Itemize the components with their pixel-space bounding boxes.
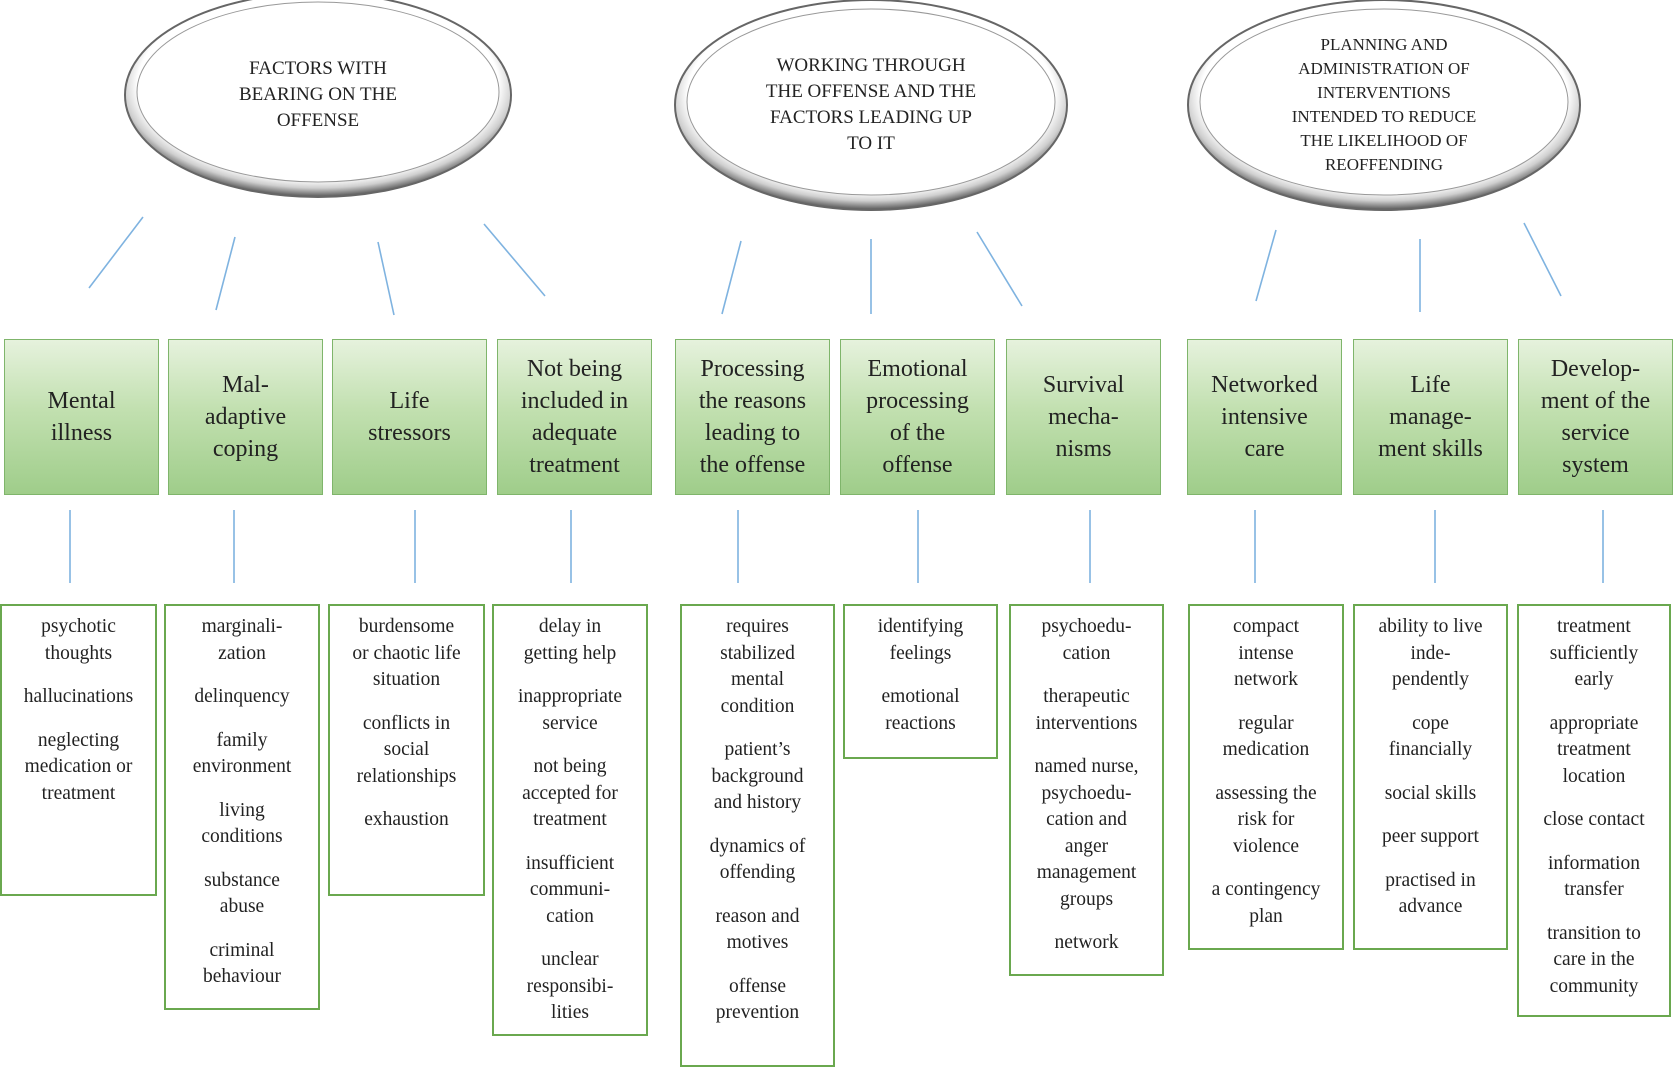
category-label: Networked intensive care: [1211, 372, 1318, 462]
list-item: patient’s background and history: [711, 739, 804, 813]
list-item: identifying feelings: [877, 616, 964, 664]
connector-line-upper: [215, 236, 236, 311]
group-header-ellipse: FACTORS WITH BEARING ON THE OFFENSE: [120, 0, 516, 202]
category-box: Survival mecha- nisms: [1006, 339, 1161, 495]
list-item: information transfer: [1547, 852, 1641, 901]
connector-line-upper: [88, 216, 144, 289]
ellipse-shape: [674, 0, 1068, 211]
category-box: Mental illness: [4, 339, 159, 495]
category-label: Life stressors: [368, 388, 451, 446]
category-label: Life manage- ment skills: [1378, 372, 1483, 462]
list-item: requires stabilized mental condition: [720, 616, 795, 717]
item-list-box: marginali- zation delinquency family envir…: [164, 604, 320, 1010]
item-list-box: psychotic thoughts hallucinations neglecti…: [0, 604, 157, 896]
list-item: psychotic thoughts: [41, 616, 116, 664]
list-item: insufficient communi- cation: [525, 852, 615, 927]
category-label: Develop- ment of the service system: [1540, 356, 1651, 478]
connector-line-upper: [721, 240, 742, 315]
list-item: neglecting medication or treatment: [24, 729, 133, 804]
group-header-ellipse: WORKING THROUGH THE OFFENSE AND THE FACT…: [670, 0, 1072, 215]
list-item: exhaustion: [364, 809, 449, 830]
list-item: peer support: [1382, 826, 1479, 847]
list-item: living conditions: [201, 799, 283, 848]
item-list-box: ability to live inde- pendently cope fina…: [1353, 604, 1508, 950]
list-item: assessing the risk for violence: [1215, 782, 1317, 857]
category-box: Develop- ment of the service system: [1518, 339, 1673, 495]
list-item: reason and motives: [715, 905, 800, 954]
list-item: named nurse, psychoedu- cation and anger…: [1034, 756, 1139, 910]
list-item: conflicts in social relationships: [356, 712, 457, 787]
list-item: marginali- zation: [201, 616, 283, 664]
list-item: emotional reactions: [881, 686, 960, 734]
list-item: psychoedu- cation: [1041, 616, 1132, 664]
list-item: unclear responsibi- lities: [526, 949, 614, 1023]
category-label: Not being included in adequate treatment: [520, 356, 629, 478]
list-item: a contingency plan: [1211, 879, 1321, 927]
group-title: PLANNING AND ADMINISTRATION OF INTERVENT…: [1291, 35, 1477, 174]
connector-line-upper: [1523, 222, 1562, 297]
category-box: Networked intensive care: [1187, 339, 1342, 495]
list-item: transition to care in the community: [1547, 922, 1641, 997]
connector-line-upper: [1255, 229, 1277, 302]
connector-line-upper: [976, 231, 1023, 307]
list-item: dynamics of offending: [709, 835, 806, 884]
list-item: network: [1054, 932, 1119, 953]
ellipse-shape: [1187, 0, 1581, 211]
list-item: close contact: [1543, 809, 1645, 830]
list-item: delay in getting help: [523, 616, 617, 664]
list-item: social skills: [1384, 782, 1477, 804]
list-item: therapeutic interventions: [1035, 686, 1138, 734]
category-box: Not being included in adequate treatment: [497, 339, 652, 495]
list-item: regular medication: [1222, 712, 1310, 761]
category-box: Mal- adaptive coping: [168, 339, 323, 495]
item-list-box: psychoedu- cation therapeutic interventio…: [1009, 604, 1164, 976]
category-box: Life manage- ment skills: [1353, 339, 1508, 495]
connector-line-upper: [377, 241, 395, 316]
ellipse-shape: [124, 0, 512, 198]
list-item: cope financially: [1388, 712, 1473, 761]
category-label: Emotional processing of the offense: [866, 356, 969, 478]
connector-line-upper: [483, 223, 546, 297]
list-item: treatment sufficiently early: [1549, 616, 1639, 690]
category-label: Mental illness: [47, 388, 116, 446]
list-item: offense prevention: [715, 975, 800, 1024]
item-list-box: burdensome or chaotic life situation conf…: [328, 604, 485, 896]
category-box: Processing the reasons leading to the of…: [675, 339, 830, 495]
list-item: delinquency: [194, 686, 290, 707]
list-item: compact intense network: [1232, 616, 1300, 690]
category-label: Survival mecha- nisms: [1042, 372, 1125, 462]
group-title: WORKING THROUGH THE OFFENSE AND THE FACT…: [765, 55, 977, 154]
group-header-ellipse: PLANNING AND ADMINISTRATION OF INTERVENT…: [1183, 0, 1585, 215]
list-item: appropriate treatment location: [1549, 712, 1639, 787]
list-item: substance abuse: [204, 869, 280, 918]
list-item: not being accepted for treatment: [522, 756, 618, 830]
category-box: Life stressors: [332, 339, 487, 495]
list-item: criminal behaviour: [203, 939, 281, 988]
list-item: hallucinations: [23, 686, 134, 707]
list-item: practised in advance: [1385, 869, 1476, 918]
item-list-box: treatment sufficiently early appropriate …: [1517, 604, 1671, 1017]
list-item: family environment: [192, 729, 292, 778]
item-list-box: requires stabilized mental condition pati…: [680, 604, 835, 1067]
list-item: inappropriate service: [518, 686, 622, 734]
category-label: Processing the reasons leading to the of…: [698, 356, 807, 478]
list-item: burdensome or chaotic life situation: [352, 616, 461, 690]
item-list-box: identifying feelings emotional reactions: [843, 604, 998, 759]
category-label: Mal- adaptive coping: [204, 372, 287, 462]
list-item: ability to live inde- pendently: [1378, 616, 1483, 690]
group-title: FACTORS WITH BEARING ON THE OFFENSE: [239, 58, 397, 131]
item-list-box: delay in getting help inappropriate servi…: [492, 604, 648, 1036]
item-list-box: compact intense network regular medicatio…: [1188, 604, 1344, 950]
category-box: Emotional processing of the offense: [840, 339, 995, 495]
